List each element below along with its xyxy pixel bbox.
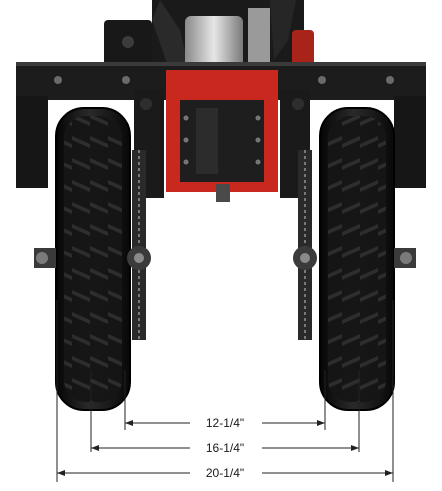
hub-bolt-icon [36,252,48,264]
right-drive-chain [298,150,312,340]
bolt-icon [54,76,62,84]
red-hose [292,30,314,70]
center-chassis [134,70,310,202]
right-wheel [293,107,416,411]
dimension-inner-label: 12-1/4" [206,416,244,430]
gearbox-cover [180,100,264,182]
dimension-middle-label: 16-1/4" [206,441,244,455]
dimension-outer-label: 20-1/4" [206,466,244,480]
left-skirt [16,96,48,188]
bolt-icon [318,76,326,84]
drain-plug [216,184,230,202]
left-wheel [34,107,151,411]
bolt-icon [122,76,130,84]
frame-crossbar [16,62,426,188]
engine-block [185,16,243,68]
engine-assembly [104,0,314,72]
left-drive-chain [132,150,146,340]
dimension-middle: 16-1/4" [91,441,359,455]
hub-bolt-icon [400,252,412,264]
dimension-inner: 12-1/4" [125,416,325,430]
right-skirt [394,96,426,188]
extension-lines [56,300,394,482]
bolt-icon [386,76,394,84]
dimension-outer: 20-1/4" [57,466,393,480]
